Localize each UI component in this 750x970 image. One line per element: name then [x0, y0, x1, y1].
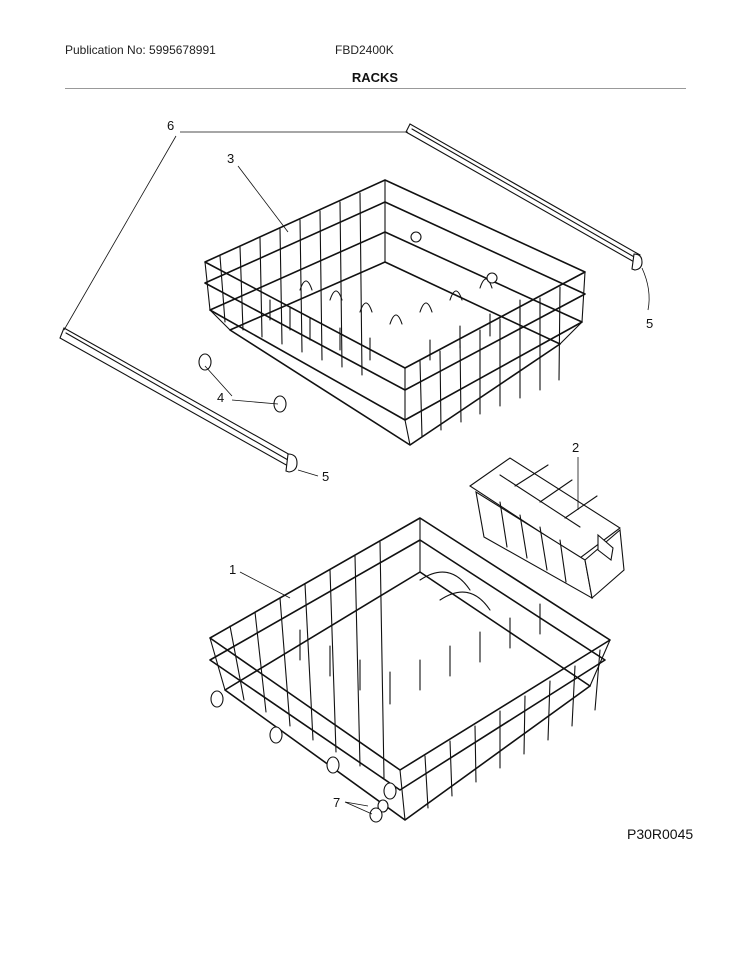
upper-rack-wheels: [198, 353, 287, 413]
callout-6: 6: [167, 118, 174, 133]
callout-1: 1: [229, 562, 236, 577]
loose-wheel: [369, 799, 389, 823]
callout-3: 3: [227, 151, 234, 166]
header-divider: [65, 88, 686, 89]
left-rack-rail: [59, 327, 298, 473]
callout-7: 7: [333, 795, 340, 810]
leader-lines: [63, 131, 650, 815]
section-title: RACKS: [351, 70, 399, 85]
callout-5-right: 5: [646, 316, 653, 331]
callout-2: 2: [572, 440, 579, 455]
callout-4: 4: [217, 390, 224, 405]
upper-rack: [204, 179, 586, 446]
right-rack-rail: [405, 123, 643, 271]
model-number: FBD2400K: [335, 43, 394, 57]
callout-5-left: 5: [322, 469, 329, 484]
figure-code: P30R0045: [627, 826, 694, 842]
lower-rack-wheels: [210, 690, 397, 800]
publication-number: Publication No: 5995678991: [65, 43, 216, 57]
lower-rack: [209, 517, 611, 821]
silverware-basket: [469, 457, 625, 600]
